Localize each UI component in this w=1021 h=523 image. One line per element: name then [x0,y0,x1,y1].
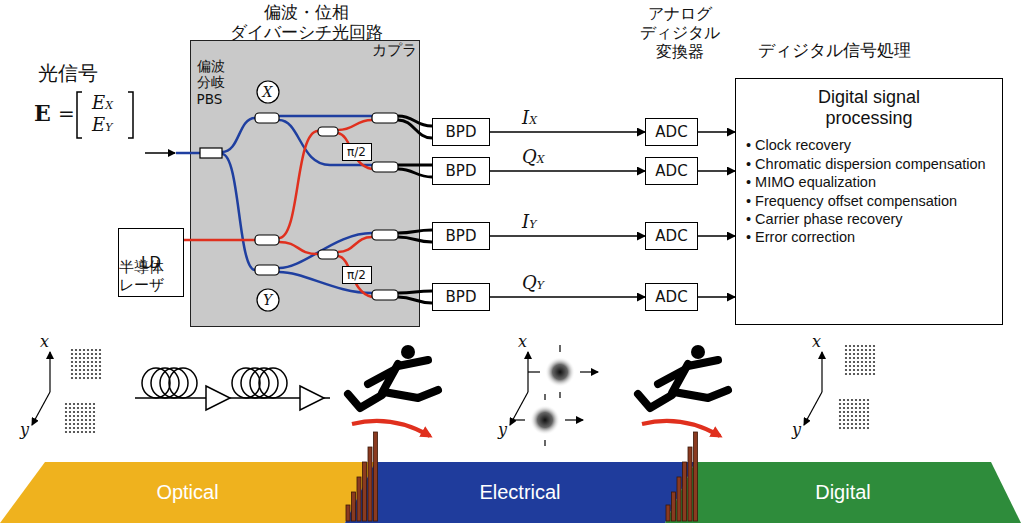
signal-arrow [490,235,645,237]
coupler-label: カプラ [372,41,417,60]
node-text: π/2 [344,268,369,282]
label-holder: QY [522,274,544,293]
band: Electrical [345,462,695,523]
vector-component: EX [92,94,113,112]
node-text: Digital signal processing [791,87,947,128]
band: Digital [665,462,1021,523]
label-holder: EX [92,94,113,113]
node-text: BPD [443,227,480,245]
hurdle-arrow [642,421,720,436]
node-text: ADC [652,288,690,306]
optical-circuit-box: 偏波・位相 ダイバーシチ光回路偏波 分岐 PBSXπ/2Yπ/2 [190,40,420,327]
label-holder: QX [522,148,545,167]
node-text: Digital [812,481,874,504]
dsp-box: ディジタル信号処理Digital signal processing• Cloc… [735,78,1003,325]
signal-arrow [698,296,735,298]
node-text: Optical [153,481,221,504]
axis-label: x [518,332,527,351]
input-arrow [145,152,175,154]
signal-arrow [698,235,735,237]
bpd-box: BPD [432,222,490,250]
node-text: BPD [443,123,480,141]
signal-arrow [698,131,735,133]
signal-arrow [490,170,645,172]
axis-label: y [498,420,507,439]
node-heading: ディジタル信号処理 [758,40,911,60]
node-text: BPD [443,162,480,180]
signal-arrow [490,131,645,133]
signal-name: IY [522,213,536,231]
signal-arrow [490,296,645,298]
signal-name: IX [522,109,537,127]
vector-component: EY [92,116,112,134]
node-text: Electrical [476,481,563,504]
axis-label: x [40,332,49,351]
node-text: ADC [652,227,690,245]
hurdle-arrow [352,421,430,436]
axes [32,352,822,425]
pbs-label: 偏波 分岐 PBS [194,58,240,108]
pol-circle: X [256,80,280,104]
phase-shifter: π/2 [342,266,372,284]
node-text: X [260,84,276,100]
adc-box: ADC [645,118,698,146]
adc-box: ADC [645,222,698,250]
node-text: BPD [443,288,480,306]
bpd-box: BPD [432,118,490,146]
bullet-item: • Clock recovery [746,137,992,154]
adc-heading: アナログ ディジタル 変換器 [632,4,728,62]
constellation [65,345,875,433]
fiber-link [135,368,330,410]
bullet-item: • Error correction [746,229,992,246]
adc-box: ADC [645,283,698,311]
pol-circle: Y [256,288,280,312]
electrical-signal [513,345,598,446]
band: Optical [0,462,375,523]
node-text: Y [260,292,275,308]
signal-label: 光信号 [38,60,98,87]
signal-name: QY [522,274,544,292]
bullet-item: • Frequency offset compensation [746,193,992,210]
axis-label: y [20,420,29,439]
bullet-item: • MIMO equalization [746,174,992,191]
equals-sign: = [58,102,75,126]
label-holder: IX [522,109,537,128]
adc-box: ADC [645,157,698,185]
node-text: 偏波 分岐 PBS [194,58,240,107]
bpd-box: BPD [432,157,490,185]
label-holder: EY [92,116,112,135]
signal-name: QX [522,148,545,166]
bpd-box: BPD [432,283,490,311]
node-text: π/2 [344,145,369,159]
axis-label: x [812,332,821,351]
laser-box: LD半導体 レーザ [118,228,184,297]
node-heading: 偏波・位相 ダイバーシチ光回路 [216,2,396,43]
matrix-bracket [77,92,133,138]
signal-arrow [698,170,735,172]
label-holder: IY [522,213,536,232]
node-heading: 半導体 レーザ [119,258,179,294]
bullet-item: • Chromatic dispersion compensation [746,156,992,173]
phase-shifter: π/2 [342,143,372,161]
node-text: ADC [652,162,690,180]
node-text: ADC [652,123,690,141]
axis-label: y [792,420,801,439]
vector-symbol: E [34,100,51,126]
runner-icon [348,345,728,408]
bullet-item: • Carrier phase recovery [746,211,992,228]
